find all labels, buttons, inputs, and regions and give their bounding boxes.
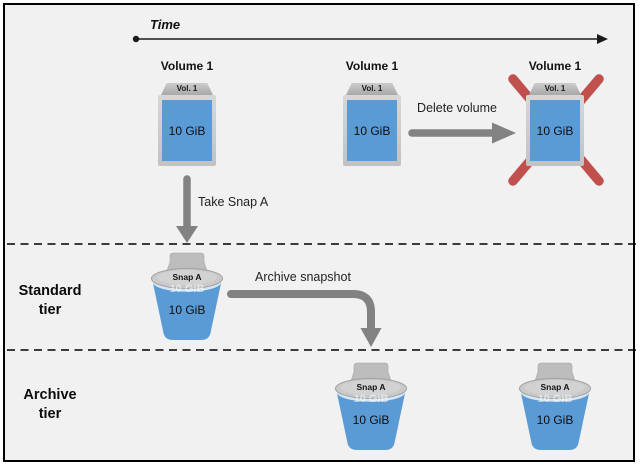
archive-tier-label-line2: tier [38,406,62,422]
take-snap-label: Take Snap A [198,195,269,209]
archive-tier-label-line1: Archive [23,387,77,403]
volume-3-title: Volume 1 [528,59,582,73]
take-snap-arrow-icon [176,175,198,243]
volume-3-cap-label: Vol. 1 [529,83,581,95]
snapshot-archive-1-ghost-size: 10 GiB [353,393,389,405]
volume-1-body: 10 GiB [158,95,216,166]
time-axis-start-dot [132,35,140,43]
volume-3-size: 10 GiB [530,100,580,161]
volume-2-icon: Vol. 1 10 GiB [343,83,401,166]
snapshot-archive-2-label: Snap A [540,382,570,392]
snapshot-archive-2-ghost-size: 10 GiB [537,393,573,405]
snapshot-archive-2-icon: Snap A 10 GiB 10 GiB [515,360,595,456]
volume-3-icon: Vol. 1 10 GiB [526,83,584,166]
delete-volume-arrow-icon [408,122,516,144]
snapshot-standard-size: 10 GiB [168,303,206,317]
volume-2-body: 10 GiB [343,95,401,166]
snapshot-bucket-shape [519,362,591,450]
snapshot-standard-ghost-size: 10 GiB [169,283,205,295]
snapshot-archive-1-icon: Snap A 10 GiB 10 GiB [331,360,411,456]
time-axis-arrowhead-icon [597,34,608,44]
volume-1-title: Volume 1 [160,59,214,73]
time-axis-label: Time [150,17,181,32]
archive-tier-label: Archive tier [8,386,92,424]
snapshot-archive-2-size: 10 GiB [536,413,574,427]
volume-2-size: 10 GiB [347,100,397,161]
snapshot-bucket-shape [335,362,407,450]
volume-1-icon: Vol. 1 10 GiB [158,83,216,166]
volume-3-body: 10 GiB [526,95,584,166]
standard-tier-label-line2: tier [38,302,62,318]
volume-1-cap-label: Vol. 1 [161,83,213,95]
time-axis [132,34,608,44]
volume-2-title: Volume 1 [345,59,399,73]
snapshot-bucket-shape [151,252,223,340]
snapshot-standard-label: Snap A [172,272,202,282]
archive-snapshot-arrow-icon [227,290,382,347]
snapshot-standard-icon: Snap A 10 GiB 10 GiB [147,250,227,346]
standard-tier-label-line1: Standard [18,283,82,299]
standard-tier-label: Standard tier [8,282,92,320]
volume-1-size: 10 GiB [162,100,212,161]
delete-volume-label: Delete volume [417,101,497,115]
snapshot-archive-1-label: Snap A [356,382,386,392]
archive-snapshot-label: Archive snapshot [255,270,351,284]
volume-2-cap-label: Vol. 1 [346,83,398,95]
snapshot-archive-1-size: 10 GiB [352,413,390,427]
